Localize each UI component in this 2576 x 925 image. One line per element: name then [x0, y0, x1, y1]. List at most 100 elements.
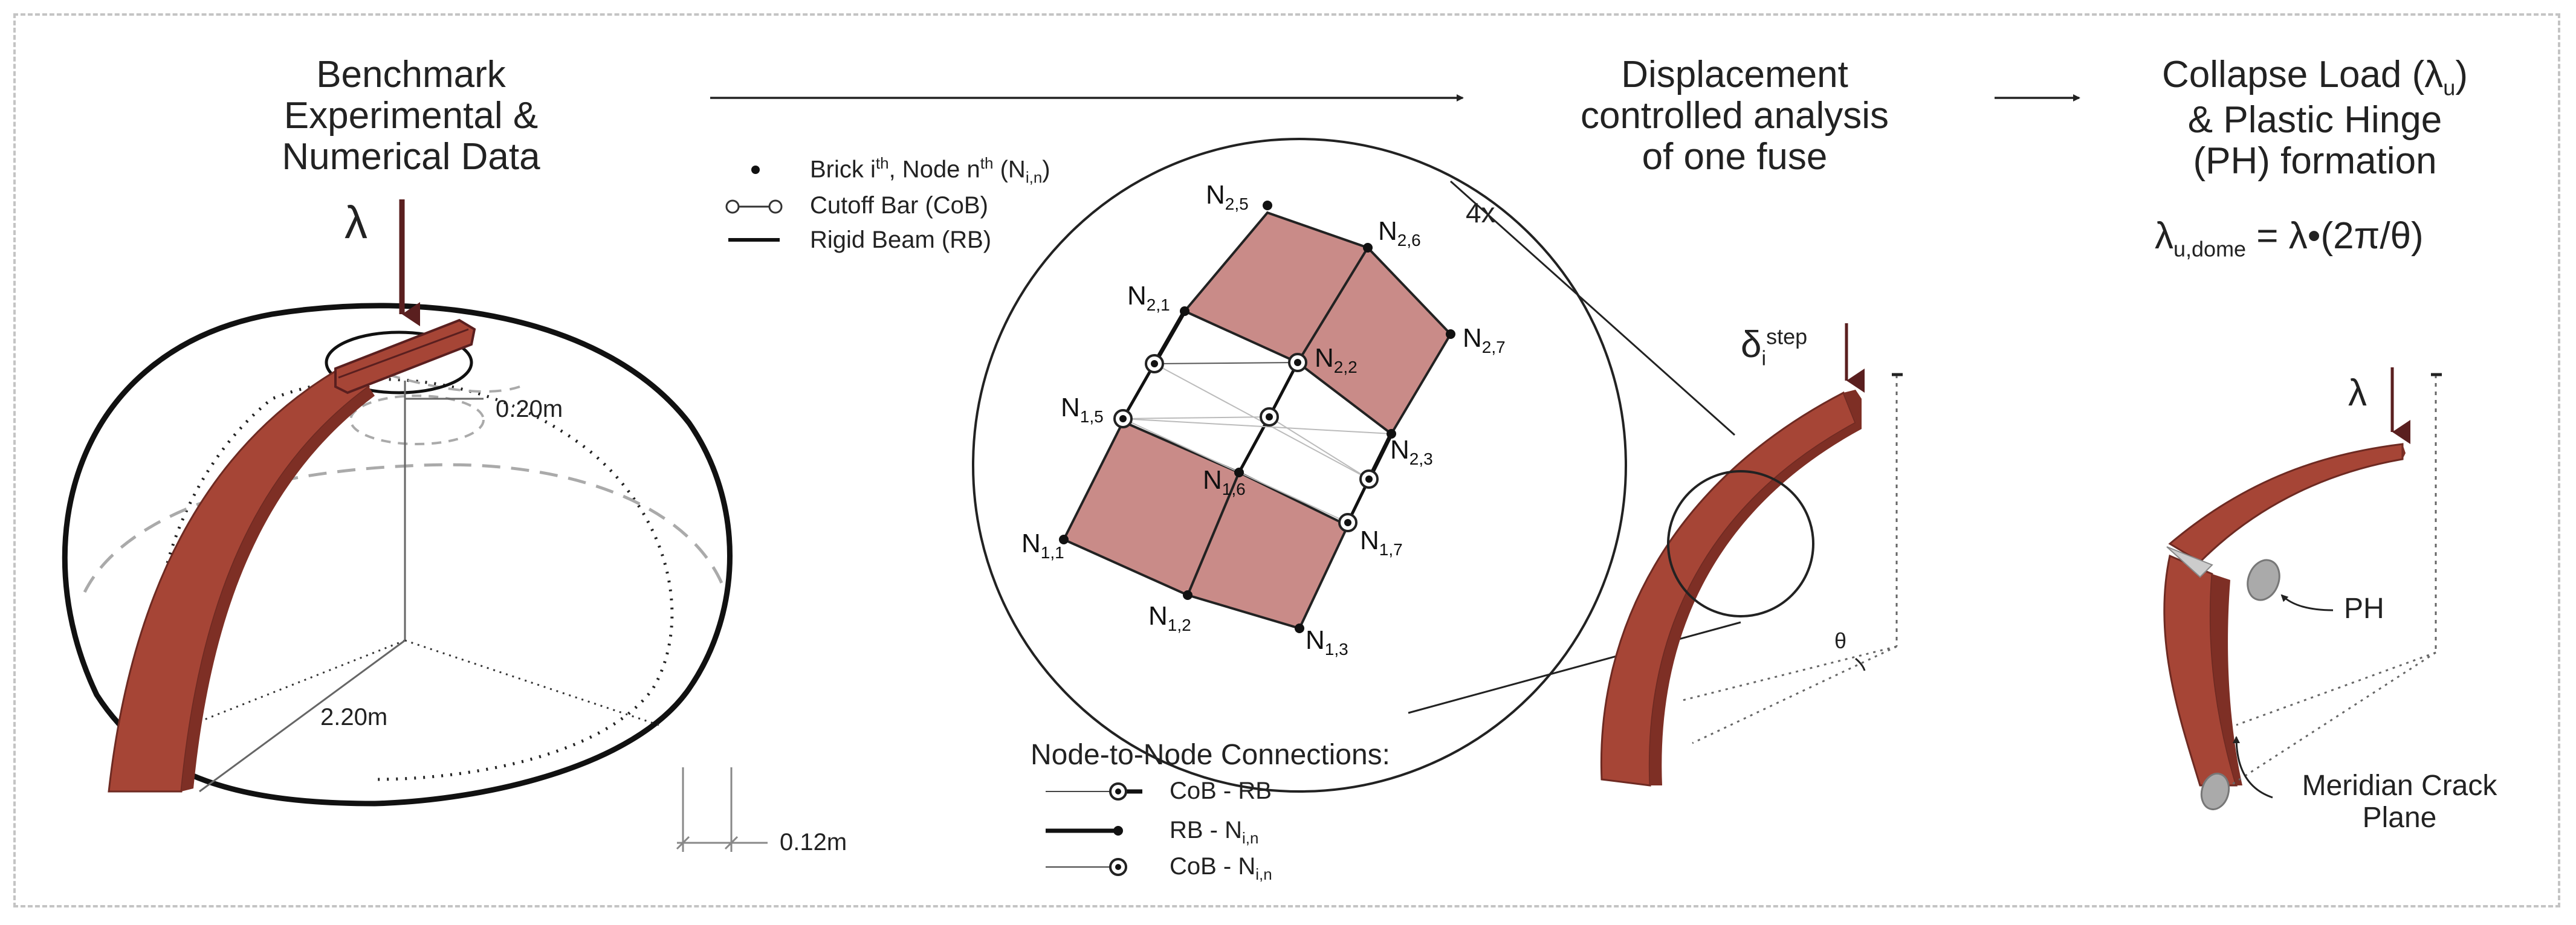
node-2-6-sub: 2,6 [1397, 230, 1421, 250]
dim-thickness-label: 0.12m [780, 829, 847, 856]
collapse-formula-rest: = λ•(2π/θ) [2246, 215, 2424, 257]
dome-top-beam [334, 318, 476, 395]
fuse-detail-circle [1667, 470, 1814, 617]
ph-label: PH [2344, 593, 2384, 625]
connection-item-rb-node-sub: i,n [1242, 829, 1259, 847]
connection-item-cob-node: CoB - Ni,n [1170, 853, 1272, 884]
node-label-1-5: N1,5 [1061, 393, 1104, 427]
node-1-3-sub: 1,3 [1324, 639, 1348, 659]
dome-top-ring-dashed [349, 395, 485, 445]
connection-item-cob-rb: CoB - RB [1170, 778, 1272, 805]
collapse-formula-main: λ [2155, 215, 2173, 257]
legend-brick-node-end: (N [993, 156, 1026, 183]
node-1-5-id: N [1061, 393, 1080, 422]
connection-item-rb-node-label: RB - N [1170, 817, 1242, 843]
angle-label: θ [1834, 628, 1847, 653]
node-label-2-6: N2,6 [1378, 216, 1421, 250]
legend-brick-node-sub: i,n [1025, 168, 1043, 187]
node-label-2-7: N2,7 [1463, 323, 1506, 357]
node-1-2-sub: 1,2 [1167, 615, 1191, 634]
magnified-detail [972, 138, 1741, 793]
node-2-1-sub: 2,1 [1146, 295, 1170, 314]
magnify-label: 4x [1466, 197, 1495, 228]
node-1-7-sub: 1,7 [1379, 540, 1403, 559]
connection-item-cob-node-label: CoB - N [1170, 853, 1256, 880]
analysis-title: Displacement controlled analysis of one … [1523, 54, 1946, 178]
node-2-2-id: N [1315, 343, 1334, 373]
connection-item-rb-node: RB - Ni,n [1170, 817, 1258, 848]
displacement-sup: step [1766, 324, 1808, 349]
dome-group [62, 199, 768, 852]
benchmark-title-line-3: Numerical Data [282, 136, 540, 178]
legend-node-icon [751, 166, 760, 174]
node-1-2-id: N [1148, 601, 1168, 631]
plastic-hinge [2247, 559, 2280, 601]
node-label-1-3: N1,3 [1306, 625, 1348, 659]
legend-brick-node-text: Brick i [810, 156, 876, 183]
node-label-1-7: N1,7 [1360, 526, 1403, 559]
collapse-load-symbol: λ [2348, 372, 2367, 414]
dome-top-ring [325, 330, 473, 395]
collapse-title-line-3: (PH) formation [2193, 140, 2437, 182]
displacement-sub: i [1761, 347, 1767, 370]
crack-plane-marker [2200, 772, 2230, 811]
node-label-1-2: N1,2 [1148, 601, 1191, 635]
node-label-2-2: N2,2 [1315, 343, 1358, 377]
collapse-group [2163, 367, 2442, 811]
legend-brick-node-mid: , Node n [888, 156, 980, 183]
node-2-3-sub: 2,3 [1409, 449, 1433, 468]
node-2-7-id: N [1463, 323, 1482, 353]
legend-brick-node-sup2: th [980, 154, 994, 172]
node-label-1-6: N1,6 [1203, 465, 1246, 499]
node-1-1-sub: 1,1 [1040, 543, 1064, 562]
fuse-group [1600, 323, 1903, 787]
crack-label-line-2: Plane [2362, 801, 2437, 834]
crack-label-line-1: Meridian Crack [2302, 770, 2497, 802]
analysis-title-line-2: controlled analysis [1580, 95, 1889, 137]
collapse-title-line-1-close: ) [2455, 54, 2468, 95]
legend-cutoff-bar: Cutoff Bar (CoB) [810, 192, 988, 219]
connections-title: Node-to-Node Connections: [1031, 739, 1391, 771]
node-1-5-sub: 1,5 [1079, 407, 1104, 426]
crack-label: Meridian Crack Plane [2273, 770, 2526, 834]
node-2-7-sub: 2,7 [1481, 337, 1506, 356]
collapse-title-line-1: Collapse Load (λu) [2103, 54, 2526, 100]
displacement-symbol: δ [1741, 324, 1762, 366]
figure-frame [13, 13, 2560, 907]
legend-cutoff-bar-icon [725, 199, 783, 214]
node-2-5-id: N [1206, 180, 1225, 210]
node-2-2-sub: 2,2 [1333, 357, 1358, 376]
collapse-title-sub: u [2443, 75, 2456, 100]
collapse-title-line-2: & Plastic Hinge [2187, 98, 2442, 141]
node-2-1-id: N [1127, 281, 1147, 311]
node-1-6-id: N [1203, 465, 1222, 495]
collapse-title: Collapse Load (λu) & Plastic Hinge (PH) … [2103, 54, 2526, 182]
dim-top-label: 0.20m [496, 396, 563, 422]
legend-brick-node-sup: th [875, 154, 889, 172]
node-1-1-id: N [1021, 529, 1041, 558]
node-2-3-id: N [1390, 435, 1409, 465]
node-label-1-1: N1,1 [1021, 529, 1064, 562]
benchmark-load-symbol: λ [345, 197, 367, 248]
node-1-3-id: N [1306, 625, 1325, 655]
collapse-top-segment [2168, 443, 2404, 563]
node-1-7-id: N [1360, 526, 1379, 555]
legend-brick-node-close: ) [1042, 156, 1050, 183]
analysis-title-line-1: Displacement [1621, 54, 1848, 95]
benchmark-title-line-1: Benchmark [316, 54, 506, 95]
node-2-5-sub: 2,5 [1225, 194, 1249, 213]
collapse-formula-sub: u,dome [2173, 236, 2247, 262]
benchmark-title-line-2: Experimental & [283, 95, 539, 137]
displacement-label: δistep [1741, 323, 1807, 370]
legend-brick-node: Brick ith, Node nth (Ni,n) [810, 154, 1050, 187]
collapse-title-line-1-text: Collapse Load (λ [2162, 54, 2444, 95]
benchmark-title: Benchmark Experimental & Numerical Data [230, 54, 592, 178]
node-2-6-id: N [1378, 216, 1397, 246]
connection-item-cob-node-sub: i,n [1255, 865, 1272, 883]
node-label-2-1: N2,1 [1127, 281, 1170, 315]
analysis-title-line-3: of one fuse [1642, 136, 1828, 178]
dim-radius-label: 2.20m [320, 704, 388, 730]
node-label-2-5: N2,5 [1206, 180, 1249, 214]
legend-rigid-beam: Rigid Beam (RB) [810, 227, 992, 253]
